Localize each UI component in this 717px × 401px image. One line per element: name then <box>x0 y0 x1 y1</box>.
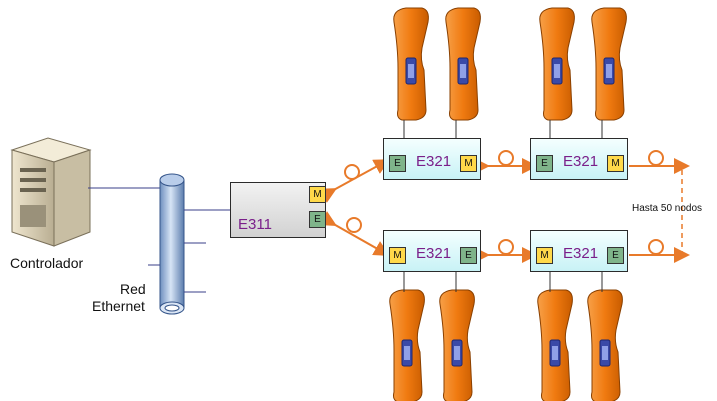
max-nodes-label: Hasta 50 nodos <box>632 203 703 214</box>
port-m: M <box>309 186 326 203</box>
controller-label: Controlador <box>10 255 84 271</box>
fiber-loop-icon <box>344 164 360 180</box>
network-label-line1: Red <box>120 281 146 297</box>
fiber-loop-icon <box>498 150 514 166</box>
handset-icon <box>537 289 573 401</box>
ethernet-pipe-icon <box>159 173 185 315</box>
handset-icon <box>389 289 425 401</box>
node-e311: E311 M E <box>230 182 326 238</box>
node-e321-bottom-left: M E321 E <box>383 230 481 272</box>
handset-icon <box>393 7 429 121</box>
port-e: E <box>536 155 553 172</box>
node-title: E321 <box>563 245 599 262</box>
handset-icon <box>445 7 481 121</box>
node-title: E321 <box>563 153 599 170</box>
port-m: M <box>460 155 477 172</box>
fiber-loop-icon <box>648 150 664 166</box>
node-e321-bottom-right: M E321 E <box>530 230 628 272</box>
port-m: M <box>536 247 553 264</box>
handset-icon <box>587 289 623 401</box>
fiber-loop-icon <box>648 239 664 255</box>
fiber-loop-icon <box>498 239 514 255</box>
handset-icon <box>539 7 575 121</box>
node-title: E321 <box>416 245 452 262</box>
handset-icon <box>439 289 475 401</box>
port-e: E <box>607 247 624 264</box>
node-title: E311 <box>238 216 272 233</box>
node-e321-top-left: E E321 M <box>383 138 481 180</box>
port-e: E <box>309 211 326 228</box>
handset-icon <box>591 7 627 121</box>
port-m: M <box>607 155 624 172</box>
node-e321-top-right: E E321 M <box>530 138 628 180</box>
server-icon <box>10 137 92 247</box>
fiber-loop-icon <box>346 217 362 233</box>
port-e: E <box>389 155 406 172</box>
network-label-line2: Ethernet <box>92 298 145 314</box>
port-m: M <box>389 247 406 264</box>
ethernet-taps <box>148 209 230 293</box>
node-title: E321 <box>416 153 452 170</box>
fiber-links <box>319 150 690 263</box>
port-e: E <box>460 247 477 264</box>
